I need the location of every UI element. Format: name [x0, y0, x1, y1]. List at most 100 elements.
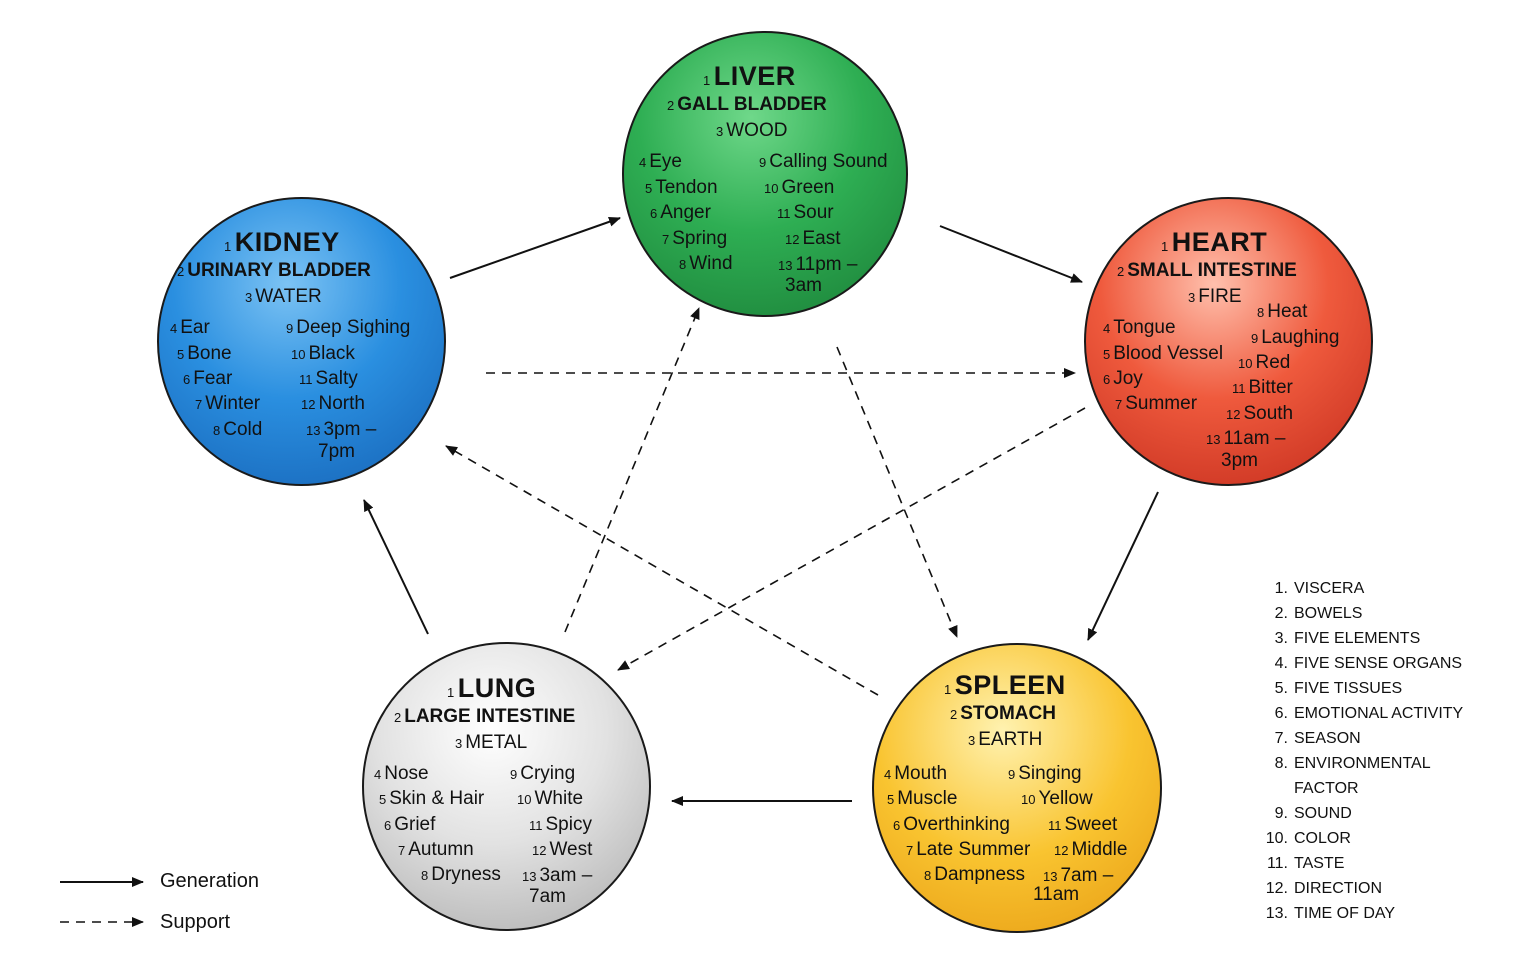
key-item: 11.TASTE	[1266, 855, 1345, 872]
generation-arrow-liver-heart	[939, 225, 1083, 283]
kidney-time-line2: 7pm	[318, 441, 355, 462]
lung-circle	[362, 642, 651, 931]
legend-generation-label: Generation	[160, 870, 259, 892]
generation-arrow-lung-kidney	[363, 499, 429, 635]
key-item: 8.ENVIRONMENTAL	[1274, 755, 1431, 772]
liver-time-line2: 3am	[785, 275, 822, 296]
key-item: 1.VISCERA	[1274, 580, 1365, 597]
support-arrow-liver-spleen	[836, 346, 958, 638]
legend-support-label: Support	[160, 911, 231, 933]
key-item: 7.SEASON	[1274, 730, 1361, 747]
generation-arrow-heart-spleen	[1087, 491, 1159, 641]
support-arrow-spleen-kidney	[445, 445, 879, 696]
spleen-time-line2: 11am	[1033, 884, 1080, 905]
support-arrow-heart-lung	[617, 407, 1086, 671]
heart-circle	[1084, 197, 1373, 486]
kidney-circle	[157, 197, 446, 486]
key-item: 5.FIVE TISSUES	[1274, 680, 1403, 697]
liver-circle	[622, 31, 908, 317]
key-item: 9.SOUND	[1274, 805, 1352, 822]
lung-time-line2: 7am	[529, 886, 566, 907]
heart-time-line2: 3pm	[1221, 450, 1258, 471]
key-item: 4.FIVE SENSE ORGANS	[1274, 655, 1463, 672]
key-item-continuation: FACTOR	[1294, 780, 1359, 797]
spleen-circle	[872, 643, 1162, 933]
key-item: 12.DIRECTION	[1265, 880, 1382, 897]
generation-arrow-kidney-liver	[449, 216, 621, 279]
key-item: 3.FIVE ELEMENTS	[1274, 630, 1421, 647]
key-item: 13.TIME OF DAY	[1265, 905, 1396, 922]
support-arrow-lung-liver	[564, 307, 700, 633]
key-item: 10.COLOR	[1265, 830, 1351, 847]
key-item: 6.EMOTIONAL ACTIVITY	[1274, 705, 1464, 722]
key-item: 2.BOWELS	[1274, 605, 1363, 622]
